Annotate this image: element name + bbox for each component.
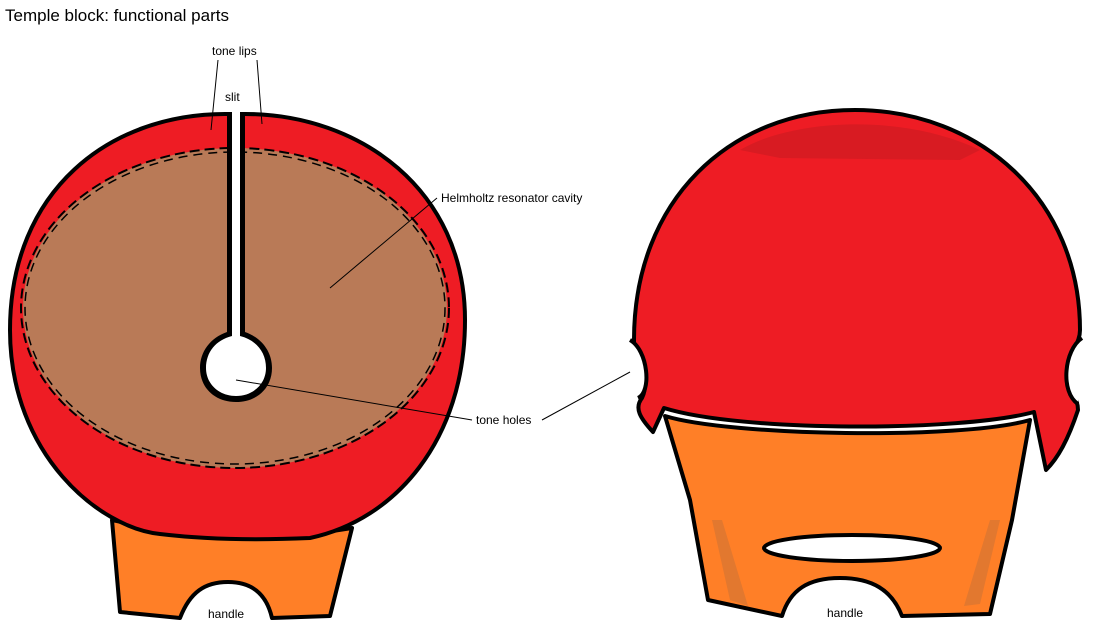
slit-opening bbox=[206, 112, 266, 396]
right-handle bbox=[663, 414, 1032, 618]
diagram-title: Temple block: functional parts bbox=[5, 6, 229, 25]
right-body bbox=[632, 108, 1082, 472]
cavity-inner-dash bbox=[24, 151, 446, 465]
cavity-leader bbox=[329, 197, 438, 289]
slit-label: slit bbox=[225, 90, 240, 104]
left-handle bbox=[110, 518, 354, 620]
handle-shade-left bbox=[712, 520, 748, 606]
tone-holes-label: tone holes bbox=[476, 413, 531, 427]
handle-slot bbox=[762, 533, 942, 563]
tone-lips-leader-right bbox=[256, 59, 263, 125]
handle-shade-right bbox=[964, 520, 1000, 606]
handle-label-left: handle bbox=[208, 607, 244, 621]
left-cross-section: tone lips slit Helmholtz resonator cavit… bbox=[8, 44, 582, 621]
dome-shading bbox=[740, 124, 980, 160]
tone-hole-notch-left bbox=[628, 338, 649, 400]
handle-label-right: handle bbox=[827, 606, 863, 620]
tone-holes-leader-left bbox=[235, 379, 473, 421]
tone-hole-notch-right bbox=[1064, 336, 1084, 406]
tone-lips-leader-left bbox=[210, 59, 219, 131]
tone-lips-label: tone lips bbox=[212, 44, 257, 58]
right-exterior-view: tone holes handle bbox=[476, 108, 1084, 620]
tone-holes-leader-right bbox=[541, 371, 631, 421]
cavity-label: Helmholtz resonator cavity bbox=[441, 191, 582, 205]
